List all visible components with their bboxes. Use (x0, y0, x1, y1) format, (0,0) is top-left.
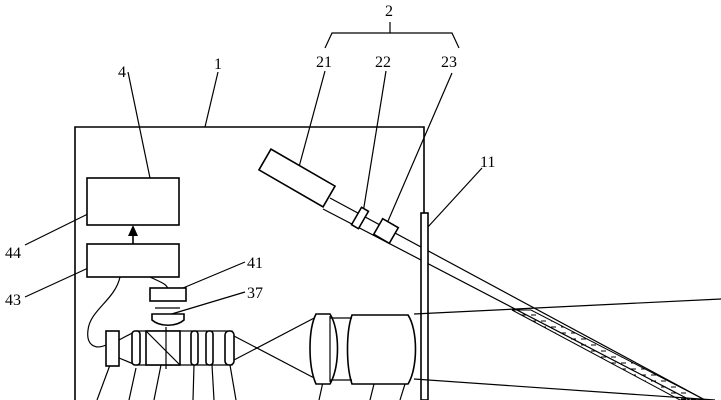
cylinder-lens (346, 314, 417, 385)
signal-cable (87, 276, 121, 348)
window-plate-11 (420, 212, 429, 400)
leader-stub-b (128, 367, 137, 400)
emitter-21 (257, 148, 337, 208)
element-41 (149, 287, 187, 302)
element-23 (372, 217, 400, 245)
leader-11 (426, 167, 483, 229)
lens-d (224, 330, 235, 366)
label-44: 44 (5, 245, 21, 262)
box-43 (86, 243, 180, 278)
lens-c (205, 330, 214, 366)
label-37: 37 (247, 285, 263, 302)
leader-4 (127, 71, 151, 179)
plate-22 (350, 206, 370, 230)
lens-a (131, 330, 141, 366)
output-ray-lower (413, 378, 716, 400)
leader-37 (164, 291, 246, 317)
splitter-diagonal (145, 330, 181, 366)
leader-1 (204, 71, 219, 128)
lens-b (190, 330, 199, 366)
leader-stub-c (153, 364, 162, 400)
leader-43 (24, 263, 98, 298)
leader-21 (295, 70, 326, 179)
label-43: 43 (5, 292, 21, 309)
box-44 (86, 177, 180, 226)
label-23: 23 (441, 54, 457, 71)
label-11: 11 (480, 154, 495, 171)
label-1: 1 (214, 56, 222, 73)
objective-lens (309, 313, 339, 385)
group-2-bracket (324, 32, 460, 49)
leader-22 (362, 70, 387, 214)
leader-41 (182, 261, 246, 289)
label-41: 41 (247, 255, 263, 272)
detector (105, 330, 120, 367)
leader-23 (384, 72, 453, 229)
leader-stub-a (96, 364, 111, 400)
label-4: 4 (118, 64, 126, 81)
leader-stub-i (399, 383, 406, 400)
leader-stub-d (192, 364, 195, 400)
hatched-beam (511, 309, 706, 400)
label-2: 2 (385, 3, 393, 20)
ray-to-lens-lower (233, 335, 319, 381)
label-22: 22 (375, 54, 391, 71)
lens-37 (151, 313, 185, 327)
arrow-head (128, 225, 138, 236)
output-ray-upper (413, 298, 721, 315)
leader-stub-f (229, 364, 237, 400)
ray-to-lens-upper (233, 315, 319, 361)
label-21: 21 (316, 54, 332, 71)
leader-stub-e (211, 364, 215, 400)
